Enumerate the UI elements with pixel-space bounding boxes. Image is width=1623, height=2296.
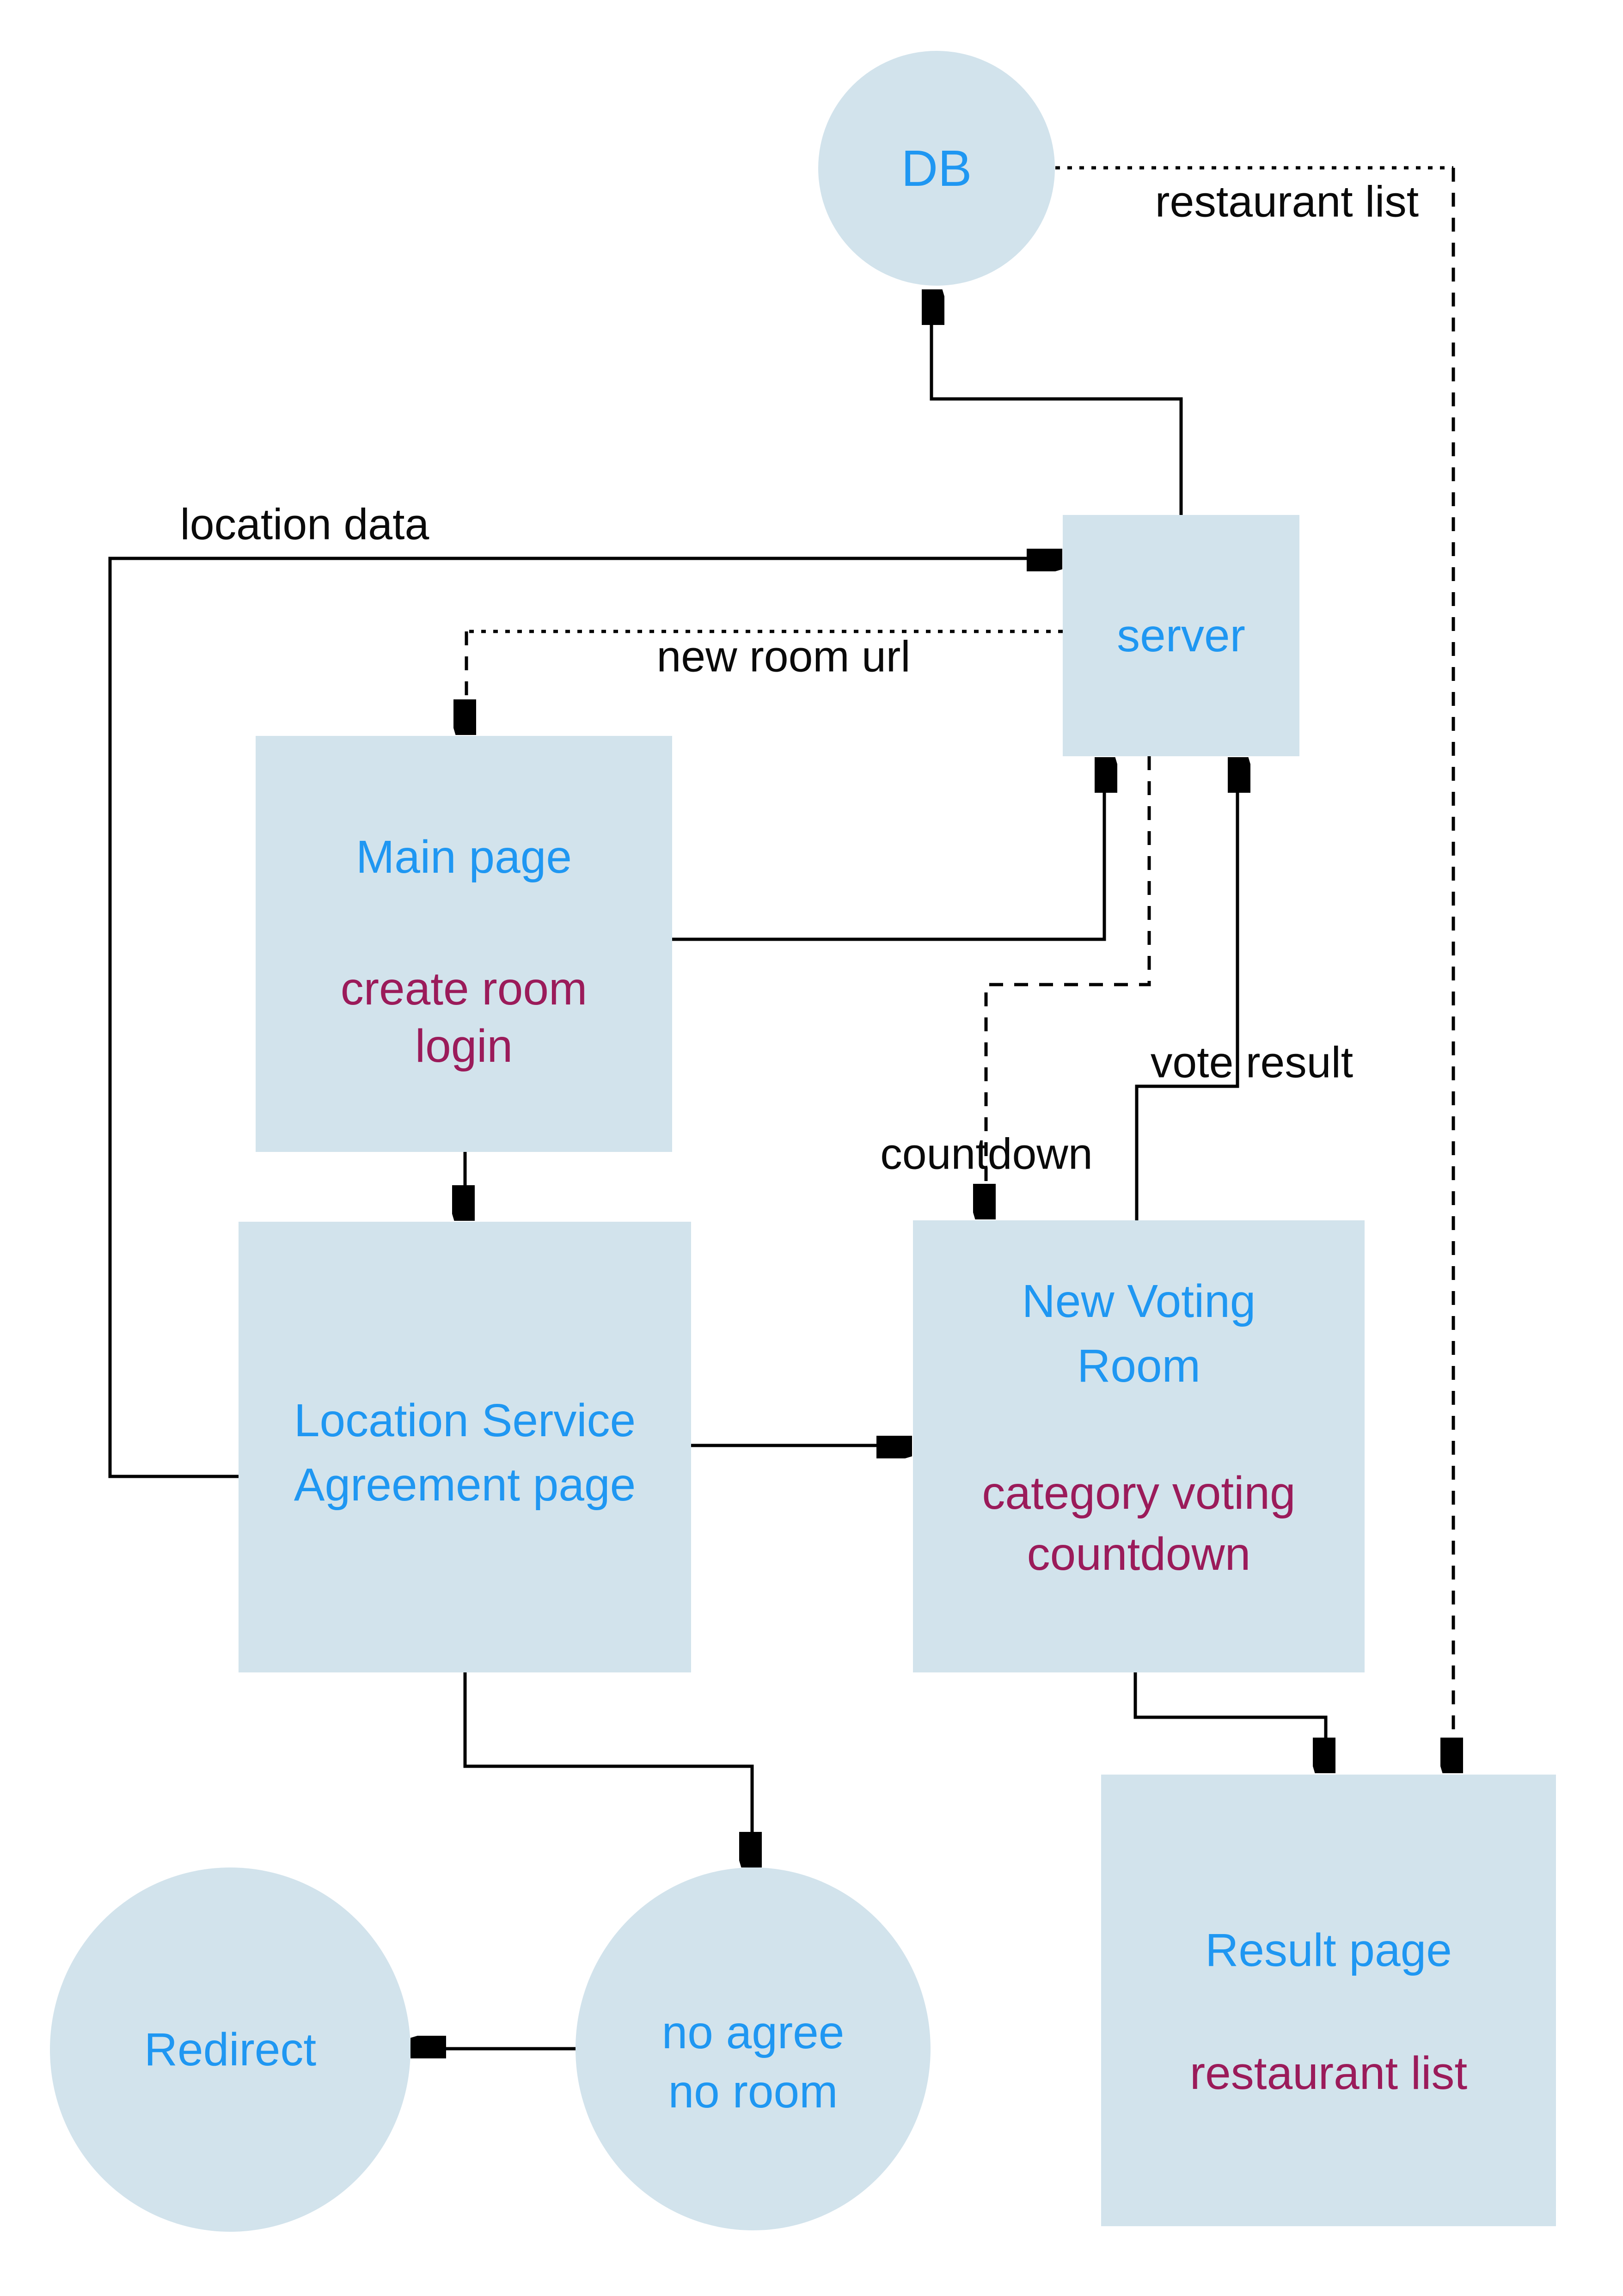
- voting-room-feature-countdown: countdown: [1027, 1528, 1251, 1580]
- main-page-feature-login: login: [415, 1020, 513, 1072]
- node-server: server: [1063, 515, 1299, 756]
- edge-label-vote-result: vote result: [1150, 1038, 1354, 1087]
- node-result-page: Result page restaurant list: [1101, 1775, 1556, 2226]
- edge-main-to-server: [672, 764, 1104, 941]
- edge-location-data-to-server: [108, 558, 1056, 1478]
- result-page-title: Result page: [1205, 1924, 1452, 1976]
- edge-label-location-data: location data: [180, 500, 429, 549]
- no-agree-line-1: no agree: [661, 2007, 845, 2058]
- edge-server-to-db: [931, 296, 1183, 515]
- edge-countdown-to-voting-room: [986, 756, 1151, 1213]
- main-page-title: Main page: [356, 831, 572, 883]
- edge-label-countdown: countdown: [880, 1129, 1093, 1179]
- node-redirect: Redirect: [50, 1867, 410, 2232]
- node-db: DB: [818, 51, 1055, 286]
- server-label: server: [1117, 609, 1245, 661]
- edge-label-restaurant-list: restaurant list: [1155, 177, 1419, 227]
- edge-voting-room-to-result: [1133, 1672, 1326, 1767]
- voting-room-feature-category-voting: category voting: [982, 1467, 1296, 1519]
- no-agree-line-2: no room: [668, 2066, 838, 2118]
- result-page-feature-restaurant-list: restaurant list: [1189, 2047, 1468, 2099]
- node-no-agree-no-room: no agree no room: [576, 1867, 931, 2230]
- node-main-page: Main page create room login: [256, 736, 672, 1152]
- redirect-label: Redirect: [144, 2023, 317, 2076]
- location-page-title-line-2: Agreement page: [294, 1459, 636, 1511]
- location-page-title-line-1: Location Service: [294, 1395, 636, 1446]
- node-new-voting-room: New Voting Room category voting countdow…: [913, 1220, 1365, 1672]
- db-label: DB: [901, 140, 972, 197]
- node-location-service-agreement-page: Location Service Agreement page: [239, 1222, 691, 1672]
- voting-room-title-line-2: Room: [1077, 1340, 1200, 1392]
- voting-room-title-line-1: New Voting: [1022, 1275, 1256, 1327]
- edge-location-to-no-agree: [463, 1672, 752, 1861]
- edge-label-new-room-url: new room url: [656, 632, 911, 681]
- main-page-feature-create-room: create room: [340, 963, 588, 1015]
- edge-vote-result-to-server: [1135, 764, 1237, 1220]
